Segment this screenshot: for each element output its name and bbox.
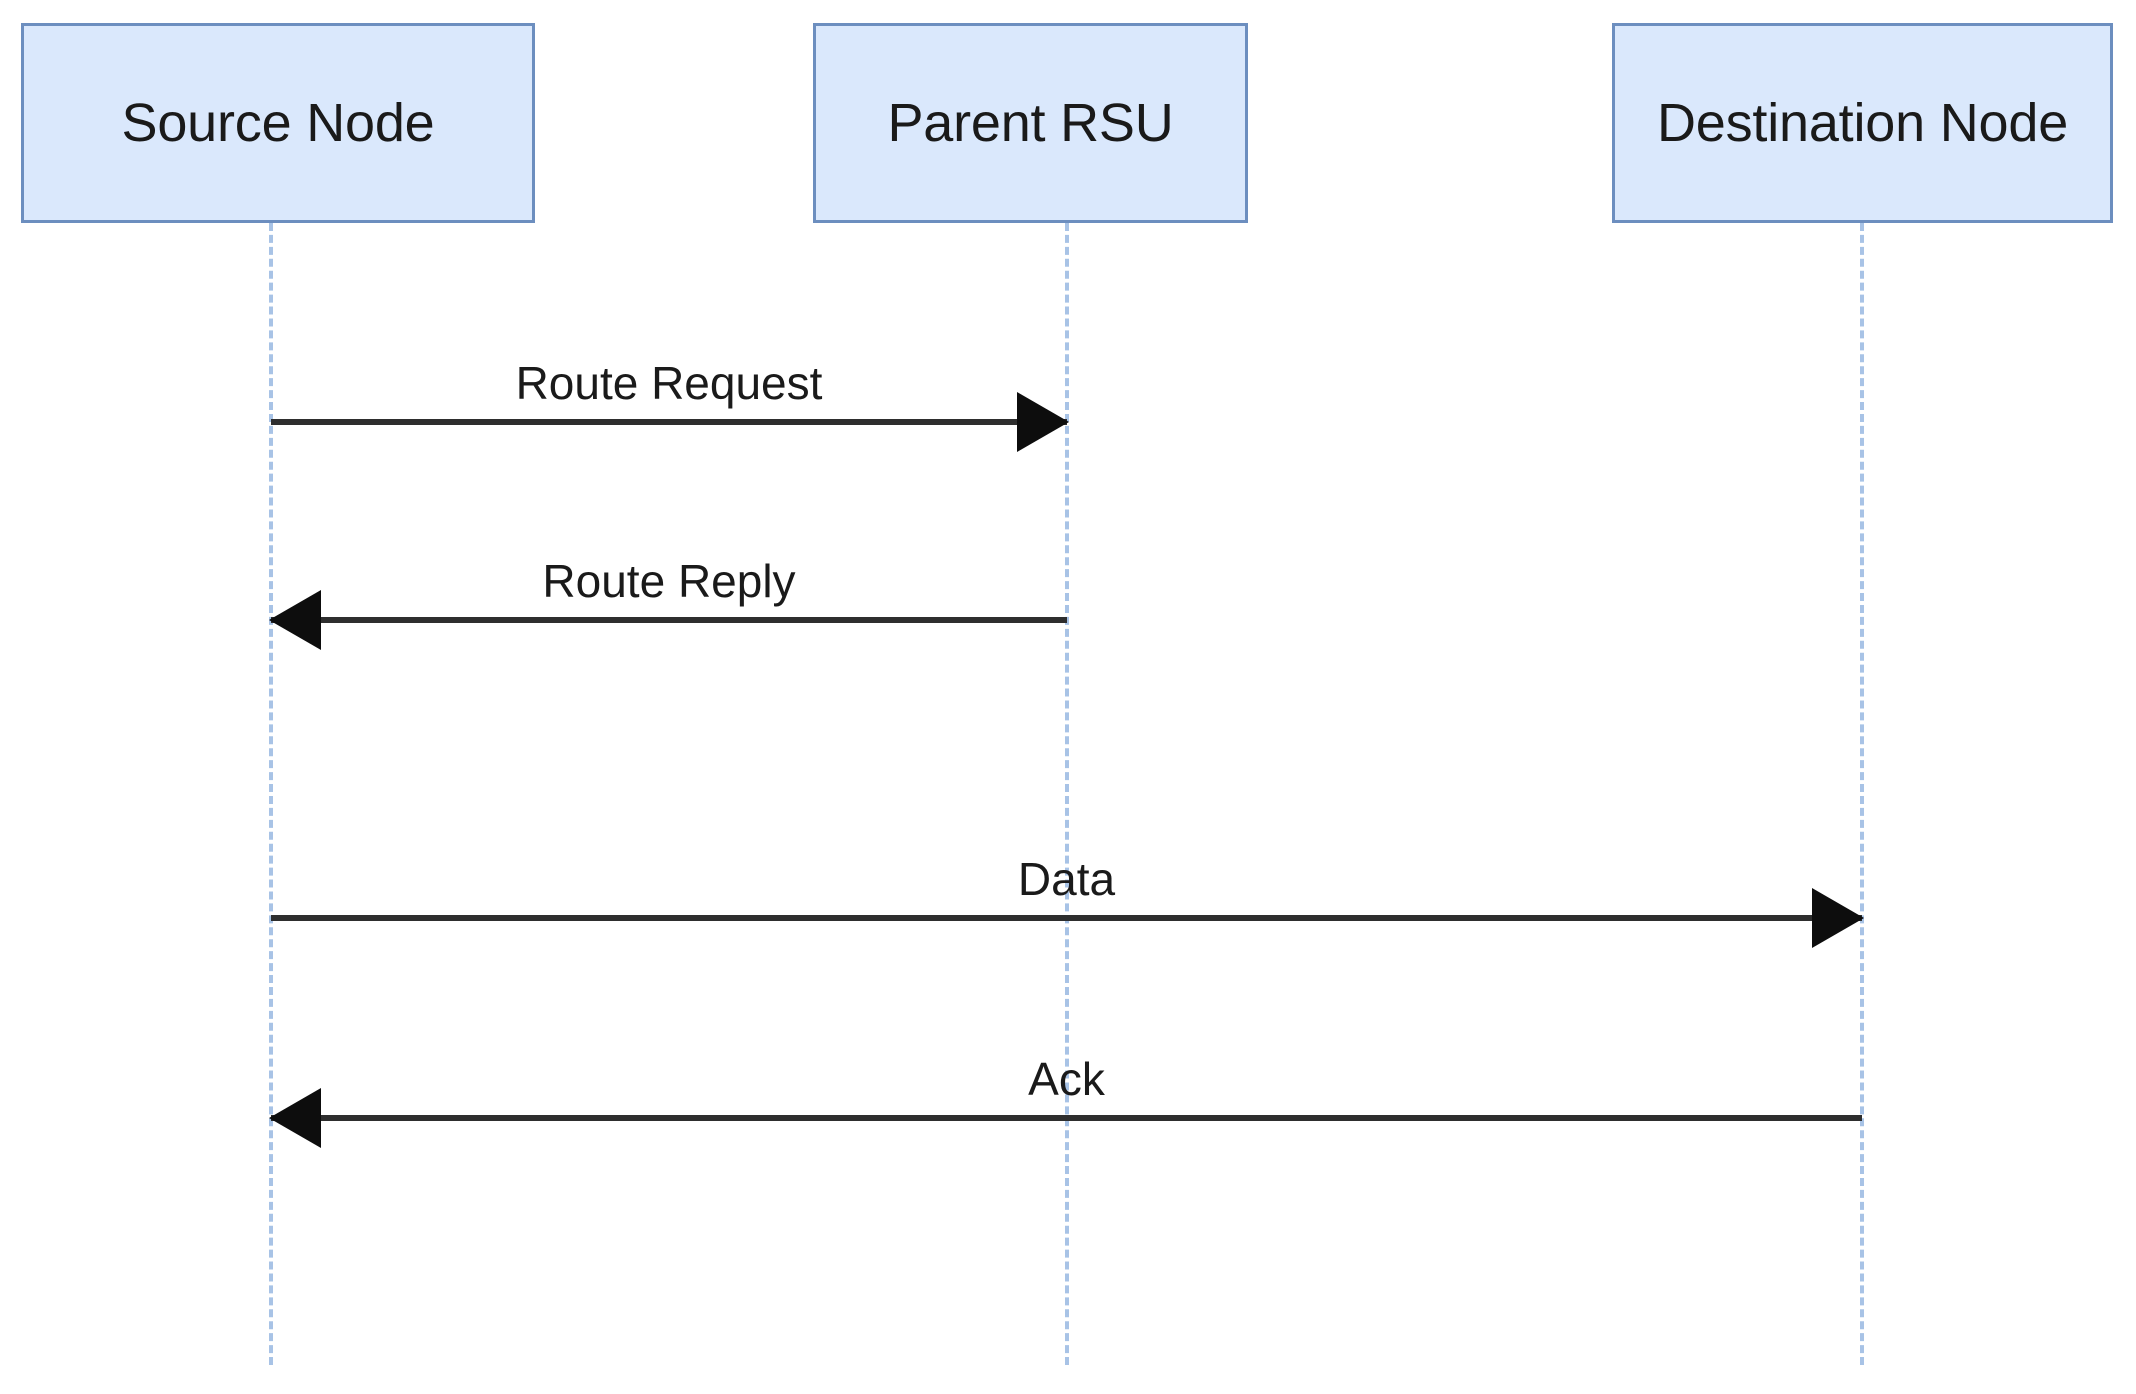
message-line-data [271,915,1862,921]
message-label-data: Data [1017,853,1116,905]
participant-box-source-node[interactable]: Source Node [21,23,535,223]
participant-label-source-node: Source Node [121,93,435,153]
lifeline-parent-rsu [1065,223,1069,1365]
message-line-route-reply [271,617,1067,623]
arrowhead-left-icon [269,1088,321,1148]
arrowhead-right-icon [1812,888,1864,948]
arrowhead-right-icon [1017,392,1069,452]
lifeline-destination-node [1860,223,1864,1365]
message-label-ack: Ack [1028,1053,1105,1105]
arrowhead-left-icon [269,590,321,650]
participant-label-parent-rsu: Parent RSU [887,93,1174,153]
message-line-route-request [271,419,1067,425]
lifeline-source-node [269,223,273,1365]
message-line-ack [271,1115,1862,1121]
participant-label-destination-node: Destination Node [1656,93,2069,153]
participant-box-destination-node[interactable]: Destination Node [1612,23,2113,223]
message-label-route-request: Route Request [515,357,823,409]
message-label-route-reply: Route Reply [542,555,796,607]
participant-box-parent-rsu[interactable]: Parent RSU [813,23,1248,223]
